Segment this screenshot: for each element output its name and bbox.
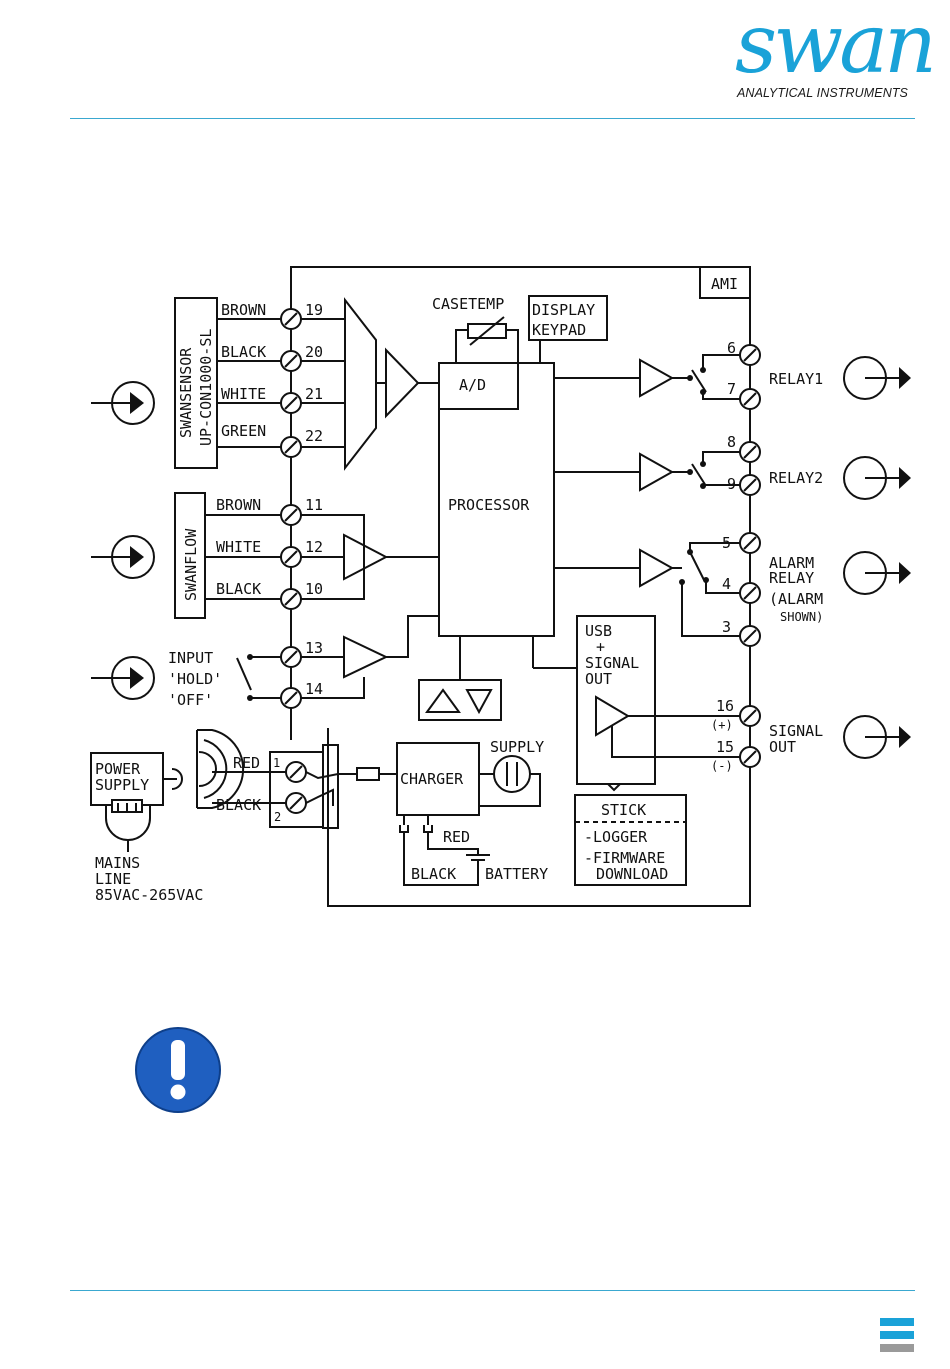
input-hold-label: 'HOLD' [168,670,222,688]
terminal-10: 10 [305,580,323,598]
input-off-label: 'OFF' [168,691,213,709]
sensor-wire-white: WHITE [221,385,266,403]
signal-out-label-1: SIGNAL [769,722,823,740]
alarm-relay-label: RELAY [769,569,814,587]
swan-footer-icon [880,1318,914,1357]
notice-icon [135,1027,221,1113]
supply-label: SUPPLY [490,738,544,756]
mains-label: MAINS [95,854,140,872]
relay2-label: RELAY2 [769,469,823,487]
terminal-20: 20 [305,343,323,361]
terminal-21: 21 [305,385,323,403]
swanflow-label: SWANFLOW [182,528,200,601]
sensor-wire-black: BLACK [221,343,266,361]
swan-logo: swan ANALYTICAL INSTRUMENTS [735,4,937,112]
terminal-16: 16 [716,697,734,715]
display-label: DISPLAY [532,301,595,319]
alarm-shown-label-2: SHOWN) [780,610,823,624]
sensor-label-2: UP-CON1000-SL [197,329,215,446]
stick-logger: -LOGGER [584,828,648,846]
sensor-label-1: SWANSENSOR [177,347,195,438]
logo-subtitle: ANALYTICAL INSTRUMENTS [737,86,908,100]
voltage-label: 85VAC-265VAC [95,886,203,904]
ami-label: AMI [711,275,738,293]
alarm-shown-label-1: (ALARM [769,590,823,608]
terminal-12: 12 [305,538,323,556]
terminal-4: 4 [722,575,731,593]
pin-2: 2 [274,810,281,824]
battery-black-label: BLACK [411,865,456,883]
power-supply-label-1: POWER [95,760,141,778]
input-label: INPUT [168,649,213,667]
stick-firmware: -FIRMWARE [584,849,665,867]
sensor-wire-green: GREEN [221,422,266,440]
terminal-13: 13 [305,639,323,657]
usb-plus-label: + [596,638,605,656]
minus-label: (-) [711,759,733,773]
terminal-14: 14 [305,680,323,698]
ad-label: A/D [459,376,486,394]
pin-1: 1 [273,756,280,770]
keypad-label: KEYPAD [532,321,586,339]
alarm-label: ALARM [769,554,814,572]
terminal-19: 19 [305,301,323,319]
terminal-3: 3 [722,618,731,636]
stick-download: DOWNLOAD [596,865,668,883]
processor-label: PROCESSOR [448,496,530,514]
header-rule [70,118,915,119]
usb-out-label: OUT [585,670,612,688]
red-wire-label: RED [233,754,260,772]
plus-label: (+) [711,718,733,732]
charger-label: CHARGER [400,770,464,788]
black-wire-label: BLACK [216,796,261,814]
terminal-8: 8 [727,433,736,451]
flow-wire-white: WHITE [216,538,261,556]
logo-wordmark: swan [735,0,937,92]
terminal-7: 7 [727,380,736,398]
battery-label: BATTERY [485,865,548,883]
power-supply-label-2: SUPPLY [95,776,149,794]
line-label: LINE [95,870,131,888]
sensor-wire-brown: BROWN [221,301,266,319]
footer-rule [70,1290,915,1291]
casetemp-label: CASETEMP [432,295,504,313]
stick-label: STICK [601,801,646,819]
terminal-5: 5 [722,534,731,552]
usb-label: USB [585,622,612,640]
terminal-9: 9 [727,475,736,493]
relay1-label: RELAY1 [769,370,823,388]
flow-wire-brown: BROWN [216,496,261,514]
terminal-6: 6 [727,339,736,357]
flow-wire-black: BLACK [216,580,261,598]
signal-out-label-2: OUT [769,738,796,756]
terminal-22: 22 [305,427,323,445]
battery-red-label: RED [443,828,470,846]
usb-signal-label: SIGNAL [585,654,639,672]
terminal-15: 15 [716,738,734,756]
terminal-11: 11 [305,496,323,514]
wiring-diagram: AMI CASETEMP DISPLAY KEYPAD A/D PROCESSO… [90,266,912,907]
